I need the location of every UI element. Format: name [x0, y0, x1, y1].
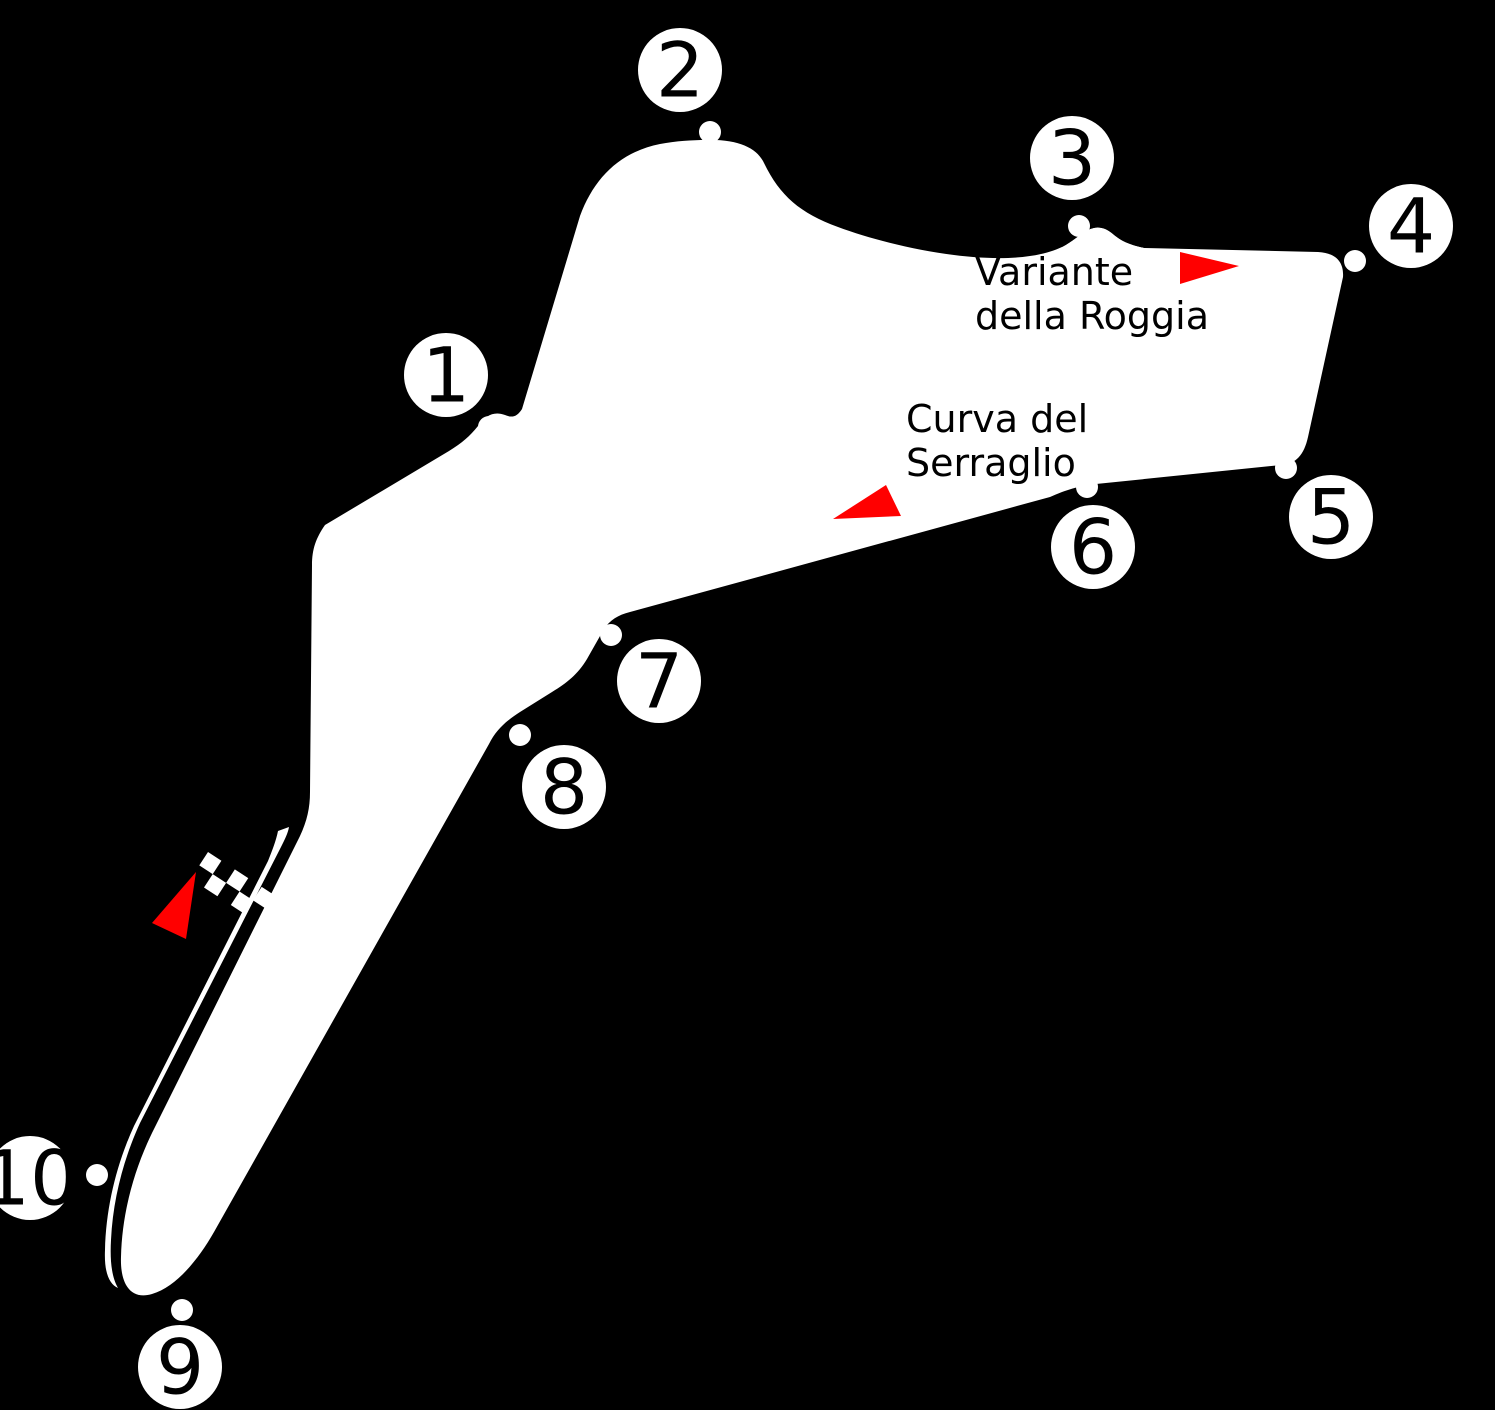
corner-marker-8[interactable]: 8	[522, 743, 606, 832]
corner-badge-3	[1030, 116, 1114, 200]
direction-arrows-group	[152, 252, 1239, 939]
corner-dot-6	[1076, 476, 1098, 498]
label-serraglio-line-1: Curva del	[906, 397, 1088, 441]
corner-badge-9	[138, 1325, 222, 1409]
corner-badge-4	[1369, 184, 1453, 268]
corner-badge-5	[1289, 475, 1373, 559]
corner-label-8: 8	[540, 743, 588, 832]
corner-badge-6	[1051, 505, 1135, 589]
corner-dot-7	[600, 624, 622, 646]
corner-label-10: 10	[0, 1134, 78, 1223]
corner-dot-8	[509, 724, 531, 746]
corner-badge-2	[638, 28, 722, 112]
corner-dot-1	[478, 416, 500, 438]
corner-dot-9	[171, 1299, 193, 1321]
corner-marker-7[interactable]: 7	[617, 637, 701, 726]
corner-badge-8	[522, 745, 606, 829]
corner-marker-4[interactable]: 4	[1369, 182, 1453, 271]
corner-label-6: 6	[1069, 503, 1117, 592]
track-surface-group	[120, 139, 1344, 1296]
arrow-roggia-icon	[1180, 252, 1239, 284]
corner-dots-group	[86, 121, 1366, 1321]
corner-label-9: 9	[156, 1323, 204, 1410]
corner-marker-9[interactable]: 9	[138, 1323, 222, 1410]
corner-marker-1[interactable]: 1	[404, 331, 488, 420]
corner-marker-3[interactable]: 3	[1030, 114, 1114, 203]
corner-dot-10	[86, 1164, 108, 1186]
section-labels-group: Variante della Roggia Curva del Serragli…	[906, 250, 1294, 485]
corner-label-3: 3	[1048, 114, 1096, 203]
corner-dot-5	[1275, 457, 1297, 479]
corner-badge-10	[0, 1136, 72, 1220]
corner-dot-2	[699, 121, 721, 143]
corner-markers-group: 1 2 3 4 5 6	[0, 26, 1453, 1410]
corner-dot-4	[1344, 250, 1366, 272]
corner-marker-5[interactable]: 5	[1289, 473, 1373, 562]
corner-badge-7	[617, 639, 701, 723]
corner-badge-1	[404, 333, 488, 417]
corner-marker-6[interactable]: 6	[1051, 503, 1135, 592]
track-surface	[120, 139, 1344, 1296]
corner-marker-2[interactable]: 2	[638, 26, 722, 115]
corner-label-7: 7	[635, 637, 683, 726]
label-roggia-line-1: Variante	[975, 250, 1133, 294]
corner-label-1: 1	[422, 331, 470, 420]
arrow-startfinish-icon	[152, 872, 196, 939]
label-variante-della-roggia: Variante della Roggia	[975, 250, 1294, 338]
corner-label-5: 5	[1307, 473, 1355, 562]
label-serraglio-line-2: Serraglio	[906, 441, 1076, 485]
arrow-serraglio-icon	[833, 485, 901, 519]
corner-label-4: 4	[1387, 182, 1435, 271]
label-curva-del-serraglio: Curva del Serraglio	[906, 397, 1197, 485]
label-roggia-line-2: della Roggia	[975, 294, 1209, 338]
corner-dot-3	[1068, 215, 1090, 237]
corner-label-2: 2	[656, 26, 704, 115]
start-finish-line	[199, 852, 307, 949]
corner-marker-10[interactable]: 10	[0, 1134, 78, 1223]
